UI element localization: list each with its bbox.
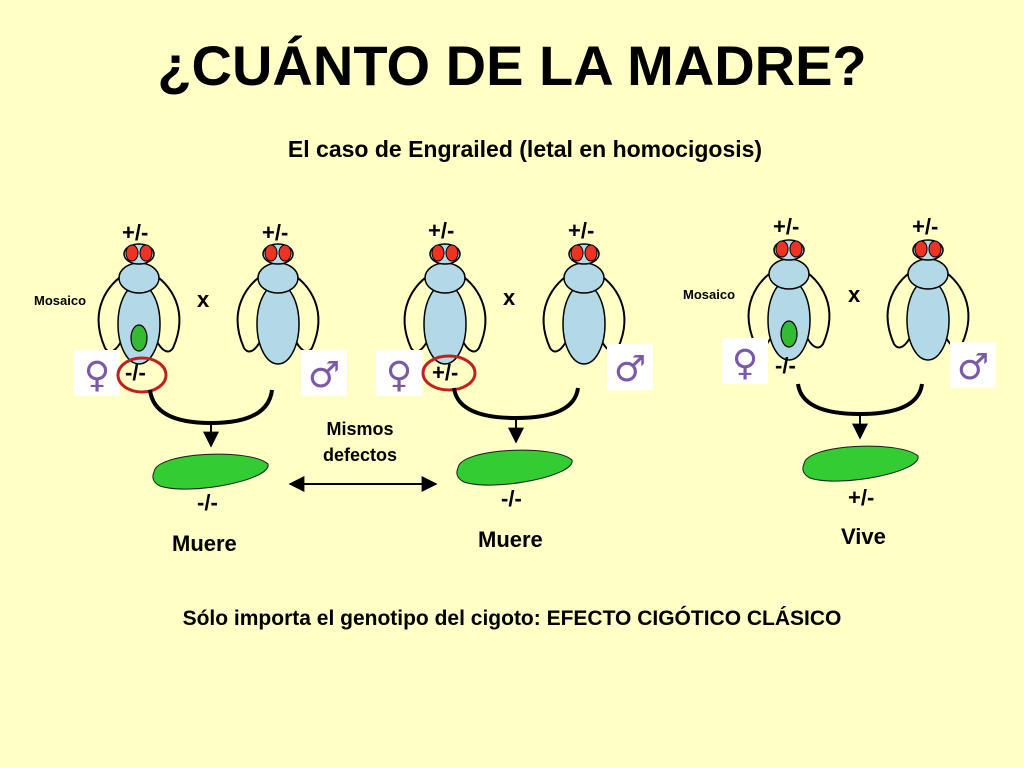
cross-1-female-symbol: ♀ [74, 350, 120, 396]
cross-1-mother-genotype: +/- [122, 220, 149, 245]
sex-symbol-box [376, 350, 422, 396]
cross-3-female-symbol: ♀ [722, 338, 768, 384]
germline-clone [780, 320, 798, 348]
fly-eye [431, 244, 445, 262]
cross-1-father-fly [236, 243, 320, 365]
cross-3-offspring-genotype: +/- [848, 485, 875, 510]
fly-eye [584, 244, 598, 262]
cross-2-offspring-genotype: -/- [501, 486, 522, 511]
cross-1-male-symbol: ♂ [301, 350, 347, 396]
cross-2-cross-bracket [452, 387, 580, 421]
cross-3-mother-fly [747, 239, 831, 361]
cross-2-mother-genotype: +/- [428, 218, 455, 243]
cross-3-cross-bracket [796, 383, 924, 417]
sex-symbol-box [722, 338, 768, 384]
cross-2-x-symbol: x [503, 285, 516, 310]
cross-1-father-genotype: +/- [262, 220, 289, 245]
comparison-note: Mismos defectos [322, 419, 398, 466]
sex-symbol: ♀ [732, 343, 758, 384]
fly-abdomen [767, 279, 811, 361]
cross-1-germline-genotype: -/- [125, 360, 146, 385]
cross-1-germline-highlight [116, 356, 168, 394]
fly-eye [139, 244, 153, 262]
sex-symbol-box [74, 350, 120, 396]
fly-eye [570, 244, 584, 262]
sex-symbol: ♂ [614, 349, 646, 390]
cross-3-mosaic-label: Mosaico [683, 287, 736, 302]
cross-3-outcome: Vive [841, 524, 886, 549]
sex-symbol: ♀ [84, 355, 110, 396]
cross-2-germline-highlight [421, 354, 477, 392]
fly-eye [789, 240, 803, 258]
cross-3-male-symbol: ♂ [950, 342, 996, 388]
cross-1-embryo [152, 453, 269, 490]
fly-thorax [563, 262, 605, 294]
cross-2-female-symbol: ♀ [376, 350, 422, 396]
cross-3-embryo [802, 445, 919, 482]
cross-1-cross-bracket [148, 389, 274, 426]
sex-symbol: ♂ [957, 347, 989, 388]
slide-title: ¿CUÁNTO DE LA MADRE? [157, 34, 867, 97]
fly-thorax [768, 258, 810, 290]
sex-symbol: ♀ [386, 355, 412, 396]
cross-2-germline-genotype: +/- [432, 360, 459, 385]
fly-eye [264, 244, 278, 262]
sex-symbol: ♂ [308, 355, 340, 396]
sex-symbol-box [607, 344, 653, 390]
fly-abdomen [906, 279, 950, 361]
fly-abdomen [256, 283, 300, 365]
cross-2-father-genotype: +/- [568, 218, 595, 243]
cross-3-mother-genotype: +/- [773, 214, 800, 239]
cross-3-germline-genotype: -/- [775, 353, 796, 378]
fly-thorax [257, 262, 299, 294]
cross-3-x-symbol: x [848, 282, 861, 307]
cross-2-outcome: Muere [478, 527, 543, 552]
fly-thorax [907, 258, 949, 290]
cross-1-x-symbol: x [197, 287, 210, 312]
germline-clone [130, 324, 148, 352]
slide-footer: Sólo importa el genotipo del cigoto: EFE… [182, 607, 842, 630]
fly-abdomen [423, 283, 467, 365]
fly-eye [914, 240, 928, 258]
fly-eye [928, 240, 942, 258]
cross-2-mother-fly [403, 243, 487, 365]
fly-eye [445, 244, 459, 262]
fly-abdomen [562, 283, 606, 365]
cross-2-father-fly [542, 243, 626, 365]
cross-1-mother-fly [97, 243, 181, 365]
cross-2-embryo [456, 449, 573, 486]
cross-1-mosaic-label: Mosaico [34, 293, 87, 308]
fly-thorax [118, 262, 160, 294]
cross-1-outcome: Muere [172, 531, 237, 556]
sex-symbol-box [301, 350, 347, 396]
fly-abdomen [117, 283, 161, 365]
fly-thorax [424, 262, 466, 294]
cross-1-offspring-genotype: -/- [197, 490, 218, 515]
sex-symbol-box [950, 342, 996, 388]
fly-eye [125, 244, 139, 262]
cross-3-father-genotype: +/- [912, 214, 939, 239]
cross-2-male-symbol: ♂ [607, 344, 653, 390]
fly-eye [775, 240, 789, 258]
slide-subtitle: El caso de Engrailed (letal en homocigos… [287, 136, 763, 162]
fly-eye [278, 244, 292, 262]
